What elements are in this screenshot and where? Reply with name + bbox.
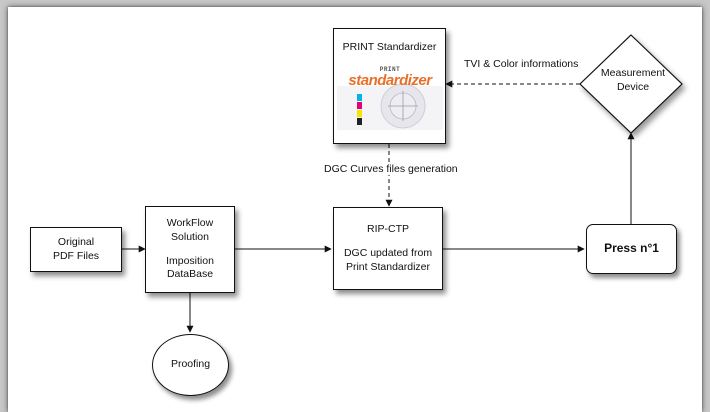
rip-ctp-sub-line2: Print Standardizer [345, 260, 431, 273]
logo-graphic [337, 83, 443, 130]
measurement-line1: Measurement [600, 67, 666, 79]
logo-swatch-black [357, 118, 362, 125]
measurement-device-diamond [579, 34, 683, 134]
imposition-line1: Imposition [166, 255, 214, 267]
workflow-line2: Solution [171, 230, 209, 243]
workflow-line1: WorkFlow [166, 217, 214, 230]
original-pdf-line2: PDF Files [52, 249, 100, 262]
proofing-node: Proofing [152, 334, 229, 396]
measurement-line2: Device [616, 80, 650, 93]
print-standardizer-logo: PRINT standardizer [337, 58, 443, 134]
original-pdf-files-node: Original PDF Files [30, 227, 122, 272]
workflow-solution-node: WorkFlow Solution Imposition DataBase [145, 206, 235, 293]
original-pdf-line1: Original [57, 236, 95, 249]
logo-small-text: PRINT [379, 66, 401, 73]
logo-swatch-cyan [357, 94, 362, 101]
measurement-device-label: Measurement Device [583, 67, 683, 94]
logo-big-text: standardizer [348, 72, 432, 89]
logo-swatch-magenta [357, 102, 362, 109]
rip-ctp-sub-line1: DGC updated from [343, 247, 433, 260]
press-node: Press n°1 [586, 224, 677, 274]
imposition-line2: DataBase [166, 268, 214, 281]
logo-swatch-yellow [357, 110, 362, 117]
rip-ctp-title: RIP-CTP [367, 222, 409, 235]
rip-ctp-node: RIP-CTP DGC updated from Print Standardi… [333, 207, 443, 290]
press-label: Press n°1 [604, 241, 659, 256]
tvi-color-label: TVI & Color informations [464, 58, 579, 70]
print-standardizer-title: PRINT Standardizer [342, 41, 437, 53]
dgc-curves-label: DGC Curves files generation [323, 163, 459, 175]
proofing-label: Proofing [170, 358, 211, 371]
